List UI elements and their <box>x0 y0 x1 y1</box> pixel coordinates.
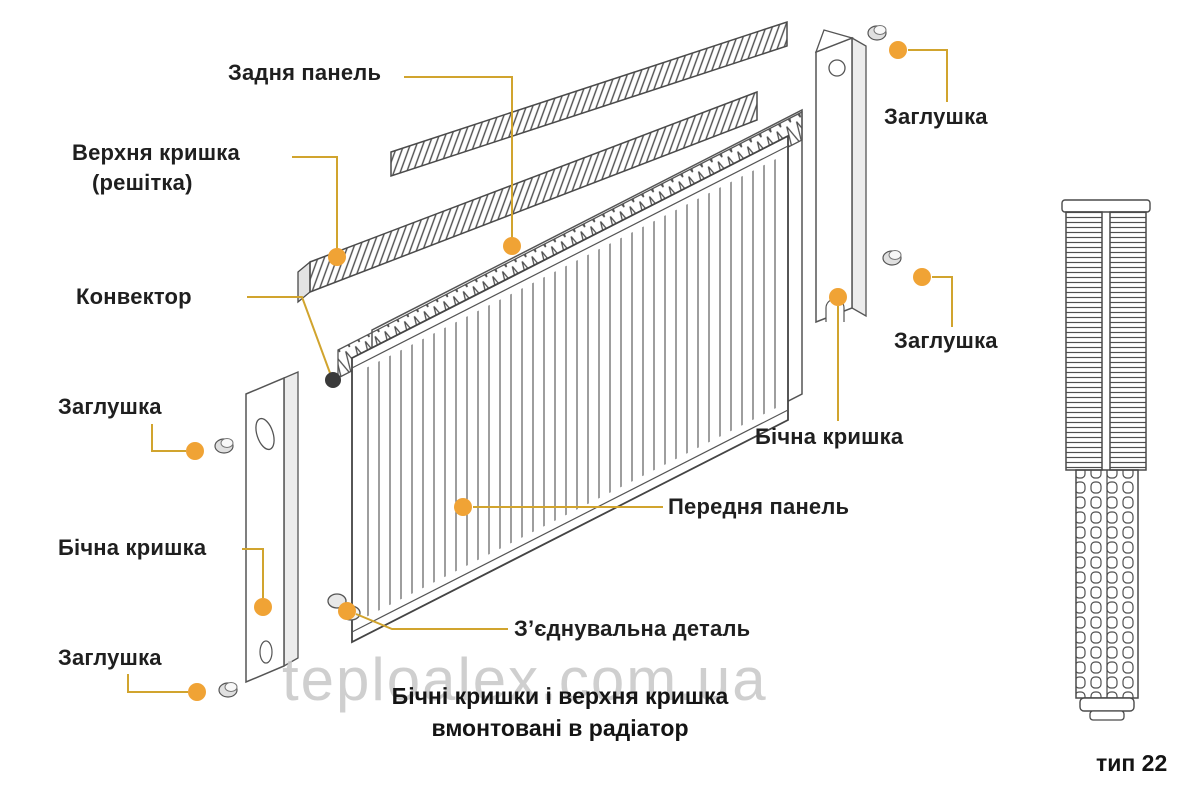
dot-plug-right-top <box>889 41 907 59</box>
side-cover-right-part <box>814 29 867 324</box>
dot-plug-left-bottom <box>188 683 206 701</box>
plug-part-right-top <box>867 25 887 41</box>
leader-side-cover-left <box>242 548 264 598</box>
dot-top-cover <box>328 248 346 266</box>
leader-connector <box>355 613 508 630</box>
label-plug-left-top: Заглушка <box>58 394 162 419</box>
leader-plug-right-mid <box>932 276 953 327</box>
type-caption: тип 22 <box>1096 750 1168 776</box>
label-connector: З’єднувальна деталь <box>514 616 751 641</box>
mounting-note: Бічні кришки і верхня кришка вмонтовані … <box>330 680 790 744</box>
dot-plug-right-mid <box>913 268 931 286</box>
leader-plug-left-top <box>151 424 186 452</box>
label-side-cover-left: Бічна кришка <box>58 535 207 560</box>
dot-side-cover-right <box>829 288 847 306</box>
back-panel-part <box>390 20 788 178</box>
dot-side-cover-left <box>254 598 272 616</box>
label-convector: Конвектор <box>76 284 192 309</box>
label-plug-right-mid: Заглушка <box>894 328 998 353</box>
anchor-dots <box>186 41 931 701</box>
dot-convector <box>325 372 341 388</box>
front-panel-part <box>351 134 789 644</box>
plug-part-left-bottom <box>218 682 238 698</box>
mounting-note-line1: Бічні кришки і верхня кришка <box>391 683 729 709</box>
label-front-panel: Передня панель <box>668 494 850 519</box>
dot-back-panel <box>503 237 521 255</box>
side-cover-left-part <box>245 371 299 684</box>
mounting-note-line2: вмонтовані в радіатор <box>431 715 689 742</box>
label-back-panel: Задня панель <box>228 60 382 85</box>
leader-lines <box>127 49 953 693</box>
top-grille-part <box>297 90 758 304</box>
label-side-cover-right: Бічна кришка <box>755 424 904 449</box>
leader-top-cover <box>292 156 338 249</box>
dot-plug-left-top <box>186 442 204 460</box>
label-plug-right-top: Заглушка <box>884 104 988 129</box>
plug-part-right-mid <box>882 250 902 266</box>
cross-section-type22 <box>1061 199 1151 721</box>
leader-convector <box>247 296 331 374</box>
dot-front-panel <box>454 498 472 516</box>
leader-plug-left-bottom <box>127 674 188 693</box>
plug-part-left-top <box>214 438 234 454</box>
dot-connector <box>338 602 356 620</box>
label-top-cover-line2: (решітка) <box>92 170 193 195</box>
label-top-cover-line1: Верхня кришка <box>72 140 240 165</box>
label-plug-left-bottom: Заглушка <box>58 645 162 670</box>
leader-back-panel <box>404 76 513 238</box>
leader-plug-right-top <box>908 49 948 102</box>
